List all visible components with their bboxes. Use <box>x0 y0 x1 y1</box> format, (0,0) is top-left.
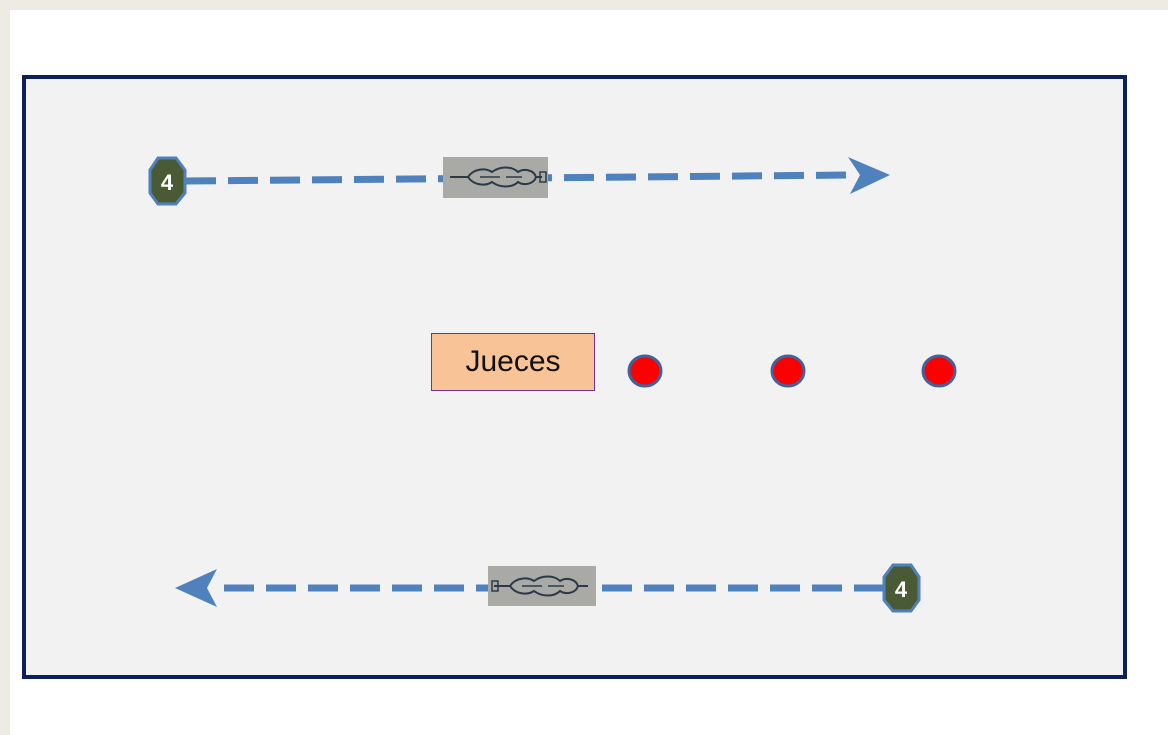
judge-dot <box>921 354 957 388</box>
top-start-marker: 4 <box>148 156 187 206</box>
top-marker-number: 4 <box>161 170 174 195</box>
judge-dot <box>627 354 663 388</box>
bottom-lane: 4 <box>175 563 921 613</box>
top-element-image <box>443 157 548 198</box>
judge-dots <box>627 354 957 388</box>
bottom-arrowhead-icon <box>175 569 217 607</box>
judges-label: Jueces <box>465 345 561 378</box>
judge-dot <box>770 354 806 388</box>
bottom-marker-number: 4 <box>895 577 908 602</box>
top-lane: 4 <box>148 156 890 206</box>
top-arrowhead-icon <box>848 157 890 194</box>
bottom-element-image <box>488 566 596 606</box>
bottom-start-marker: 4 <box>882 563 921 613</box>
top-dashed-arrow <box>185 171 853 185</box>
judges-label-box: Jueces <box>431 333 595 391</box>
